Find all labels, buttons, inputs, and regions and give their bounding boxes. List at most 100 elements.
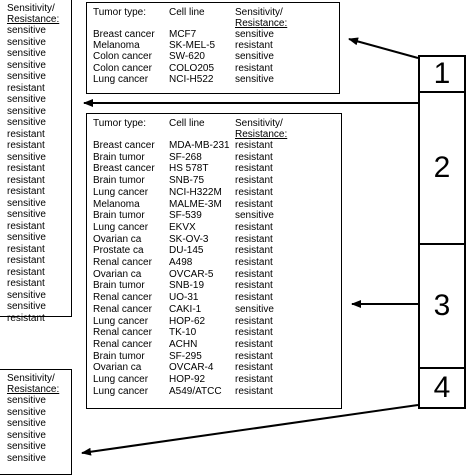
list-item: sensitive [7,441,46,452]
list-item: sensitive [7,117,46,128]
list-item: sensitive [7,209,46,220]
table1-header: Tumor type: Cell line Sensitivity/ Resis… [93,7,339,29]
sensitivity-cell: resistant [235,151,273,163]
sensitivity-cell: resistant [235,233,273,245]
cell-line-cell: SF-295 [169,350,202,362]
tumor-type-cell: Brain tumor [93,175,145,187]
group-box-3: 3 [418,243,466,369]
tumor-type-cell: Breast cancer [93,163,155,175]
sensitivity-cell: resistant [235,175,273,187]
table-group-1: Tumor type: Cell line Sensitivity/ Resis… [86,2,340,94]
group-label-4: 4 [433,371,451,404]
table-row: Lung cancer EKVX resistant [93,222,341,234]
list-item: sensitive [7,232,46,243]
sensitivity-cell: resistant [235,198,273,210]
cell-line-cell: SNB-19 [169,280,205,292]
list-item: resistant [7,255,45,266]
cell-line-cell: HOP-62 [169,315,206,327]
tumor-type-cell: Breast cancer [93,140,155,151]
list-item: resistant [7,82,45,94]
sensitivity-cell: resistant [235,62,273,74]
list-item: resistant [7,140,45,151]
table1-header-sens2: Resistance: [235,18,288,29]
list-item: sensitive [7,48,46,59]
table2-header-sens2: Resistance: [235,129,288,140]
tumor-type-cell: Ovarian ca [93,268,142,280]
tumor-type-cell: Brain tumor [93,210,145,222]
group-label-2: 2 [433,151,451,184]
tumor-type-cell: Lung cancer [93,73,149,85]
list-item: sensitive [7,94,46,105]
list-item: sensitive [7,406,46,418]
tumor-type-cell: Prostate ca [93,245,144,257]
list-item: resistant [7,243,45,255]
table-row: Breast cancer MCF7 sensitive [93,29,339,40]
cell-line-cell: OVCAR-4 [169,362,214,374]
bottom-list-header-line1: Sensitivity/ [7,373,55,384]
table2-header: Tumor type: Cell line Sensitivity/ Resis… [93,118,341,140]
sensitivity-cell: resistant [235,292,273,304]
cell-line-cell: SW-620 [169,51,205,63]
cell-line-cell: NCI-H522 [169,73,214,85]
sensitivity-cell: resistant [235,257,273,269]
sensitivity-cell: resistant [235,221,273,233]
list-item: sensitive [7,289,46,301]
bottom-list-header-line2: Resistance: [7,384,60,395]
cell-line-cell: MALME-3M [169,198,222,210]
tumor-type-cell: Breast cancer [93,29,155,40]
list-item: sensitive [7,301,46,312]
cell-line-cell: DU-145 [169,245,204,257]
cell-line-cell: MCF7 [169,29,197,40]
table1-header-sens1: Sensitivity/ [235,7,283,18]
sensitivity-cell: resistant [235,245,273,257]
cell-line-cell: SNB-75 [169,175,205,187]
cell-line-cell: SF-268 [169,151,202,163]
cell-line-cell: EKVX [169,221,196,233]
tumor-type-cell: Lung cancer [93,186,149,198]
tumor-type-cell: Ovarian ca [93,362,142,374]
table2-header-sens1: Sensitivity/ [235,118,283,129]
cell-line-cell: SF-539 [169,210,202,222]
list-item: sensitive [7,452,46,464]
cell-line-cell: HS 578T [169,163,209,175]
sensitivity-cell: resistant [235,315,273,327]
sensitivity-cell: sensitive [235,29,274,40]
tumor-type-cell: Renal cancer [93,257,152,269]
tumor-type-cell: Lung cancer [93,221,149,233]
table-row: Brain tumor SNB-75 resistant [93,175,341,187]
cell-line-cell: A549/ATCC [169,385,222,397]
list-item: resistant [7,220,45,232]
table-row: Lung cancer HOP-62 resistant [93,316,341,328]
tumor-type-cell: Brain tumor [93,350,145,362]
sensitivity-cell: sensitive [235,51,274,63]
tumor-type-cell: Brain tumor [93,280,145,292]
cell-line-cell: SK-OV-3 [169,233,209,245]
sensitivity-cell: sensitive [235,303,274,315]
tumor-type-cell: Colon cancer [93,51,152,63]
tumor-type-cell: Lung cancer [93,315,149,327]
table-group-2: Tumor type: Cell line Sensitivity/ Resis… [86,113,342,409]
table-row: Colon cancer SW-620 sensitive [93,51,339,62]
left-list-header-line2: Resistance: [7,14,60,25]
cell-line-cell: OVCAR-5 [169,268,214,280]
table-row: Prostate ca DU-145 resistant [93,245,341,257]
arrow-group4-to-bottom-list [81,404,419,456]
cell-line-cell: TK-10 [169,327,197,339]
sensitivity-cell: resistant [235,385,273,397]
group-box-2: 2 [418,91,466,245]
